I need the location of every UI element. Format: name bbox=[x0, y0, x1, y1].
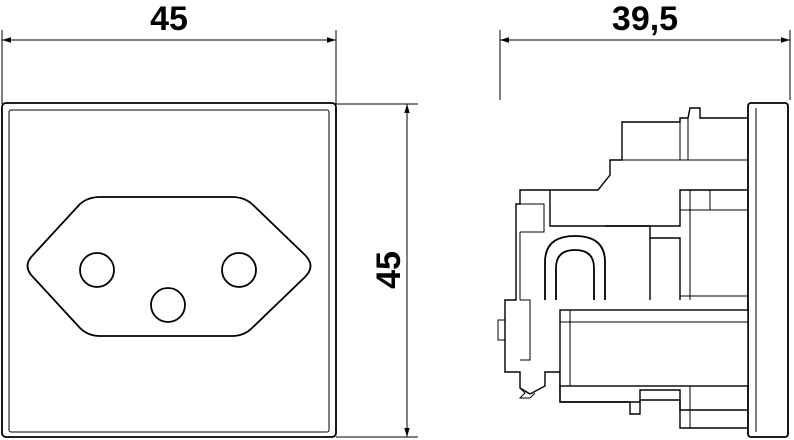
side-depth-dimension: 39,5 bbox=[499, 0, 791, 100]
side-housing-upper bbox=[549, 107, 748, 227]
front-width-label: 45 bbox=[150, 0, 188, 38]
front-width-dimension: 45 bbox=[1, 0, 337, 104]
side-view: 39,5 bbox=[497, 0, 791, 438]
pin-hole-left bbox=[79, 252, 115, 288]
front-height-dimension: 45 bbox=[336, 103, 418, 438]
front-height-label: 45 bbox=[370, 251, 408, 289]
pin-hole-earth bbox=[150, 287, 186, 323]
pin-hole-right bbox=[221, 252, 257, 288]
side-contact-spring bbox=[544, 235, 606, 300]
side-clamp bbox=[504, 189, 748, 411]
side-depth-label: 39,5 bbox=[612, 0, 678, 38]
socket-outer-frame bbox=[1, 102, 337, 438]
side-pin-guide bbox=[559, 309, 749, 387]
side-front-plate bbox=[747, 102, 789, 438]
front-view: 45 45 bbox=[1, 0, 418, 438]
side-housing-lower bbox=[559, 386, 748, 429]
socket-inner-frame bbox=[8, 109, 330, 433]
socket-face-outline bbox=[26, 196, 312, 337]
